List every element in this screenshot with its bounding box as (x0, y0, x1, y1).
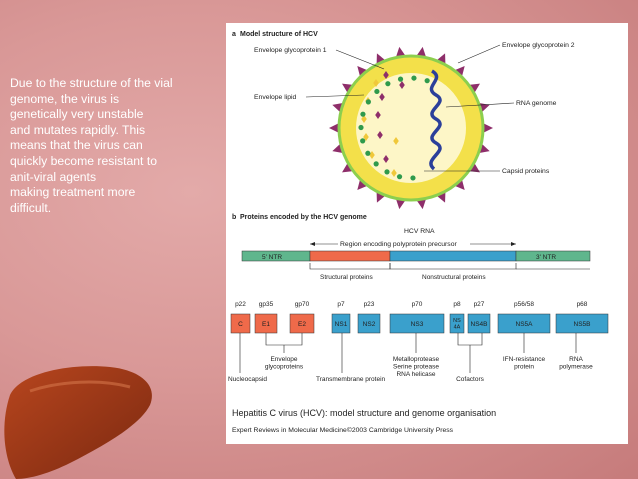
capsid-dot (374, 88, 380, 95)
protein-size: p7 (337, 301, 345, 308)
virus-diagram (329, 46, 493, 210)
capsid-dot (410, 175, 416, 181)
protein-size: gp70 (295, 301, 310, 308)
lipid-marker (361, 115, 367, 123)
lipid-marker (373, 79, 379, 87)
capsid-dot (385, 81, 391, 87)
lipid-marker (383, 155, 389, 163)
glycoprotein-spike (482, 122, 493, 134)
ntr3-label: 3' NTR (536, 254, 556, 261)
liver-illustration (4, 366, 152, 479)
protein-name: C (238, 321, 243, 328)
explanation-text: Due to the structure of the vial genome,… (10, 76, 173, 215)
protein-name: E2 (298, 321, 306, 328)
func-nucleocapsid: Nucleocapsid (228, 376, 267, 383)
lipid-marker (363, 133, 369, 141)
panel-a-letter: a (232, 31, 236, 38)
protein-size: p68 (577, 301, 588, 308)
nonstructural-label: Nonstructural proteins (422, 274, 486, 281)
label-rna: RNA genome (516, 100, 557, 107)
hcv-rna-label: HCV RNA (404, 228, 435, 235)
protein-name: NS5A (516, 321, 534, 328)
protein-size: p23 (364, 301, 375, 308)
capsid-dot (360, 138, 366, 144)
rna-genome-strand (429, 69, 442, 171)
glycoprotein-spike (468, 162, 480, 173)
lipid-marker (377, 131, 383, 139)
capsid-dot (365, 150, 371, 156)
panel-a-title: Model structure of HCV (240, 31, 318, 38)
protein-name: NS5B (574, 321, 591, 328)
protein-name: NS1 (335, 321, 348, 328)
glycoprotein-spike (357, 178, 368, 190)
lipid-marker (383, 71, 389, 79)
protein-name: NS3 (411, 321, 424, 328)
protein-name: NS4B (471, 321, 488, 328)
panel-b-letter: b (232, 214, 236, 221)
structural-label: Structural proteins (320, 274, 373, 281)
capsid-dot (365, 99, 371, 105)
protein-size: gp35 (259, 301, 274, 308)
capsid-dot (424, 78, 430, 84)
capsid-dot (396, 174, 403, 180)
ntr5-label: 5' NTR (262, 254, 282, 261)
lipid-marker (375, 111, 381, 119)
protein-name: NS2 (363, 321, 376, 328)
protein-size: p56/58 (514, 301, 534, 308)
glycoprotein-spike (342, 162, 354, 173)
protein-size: p70 (412, 301, 423, 308)
capsid-dot (358, 124, 364, 131)
glycoprotein-spike (329, 122, 340, 134)
protein-name: E1 (262, 321, 270, 328)
label-glyco2: Envelope glycoprotein 2 (502, 42, 575, 49)
glycoprotein-spike (357, 66, 368, 78)
label-lipid: Envelope lipid (254, 94, 297, 101)
label-capsid: Capsid proteins (502, 168, 550, 175)
lipid-marker (369, 151, 375, 159)
hcv-figure: a Model structure of HCV Envelope glycop… (226, 23, 628, 444)
protein-size: p27 (474, 301, 485, 308)
capsid-dot (397, 76, 404, 82)
func-cofactors: Cofactors (456, 376, 485, 383)
lipid-marker (379, 93, 385, 101)
region-label: Region encoding polyprotein precursor (340, 241, 457, 248)
glycoprotein-spike (454, 66, 465, 78)
capsid-dot (411, 75, 417, 81)
lipid-marker (399, 81, 405, 89)
capsid-dot (373, 161, 379, 167)
figure-caption: Hepatitis C virus (HCV): model structure… (232, 408, 496, 418)
capsid-dot (384, 169, 390, 175)
glycoprotein-spike (342, 83, 354, 94)
protein-size: p22 (235, 301, 246, 308)
protein-size: p8 (453, 301, 461, 308)
label-glyco1: Envelope glycoprotein 1 (254, 47, 327, 54)
lipid-marker (393, 137, 399, 145)
lipid-marker (391, 169, 397, 177)
glycoprotein-spike (468, 83, 480, 94)
glycoprotein-spike (454, 178, 465, 190)
func-transmembrane: Transmembrane protein (316, 376, 386, 383)
figure-credit: Expert Reviews in Molecular Medicine©200… (232, 426, 454, 434)
genome-bar: 5' NTR 3' NTR (241, 250, 591, 262)
capsid-dot (360, 111, 366, 117)
panel-b-title: Proteins encoded by the HCV genome (240, 214, 367, 221)
